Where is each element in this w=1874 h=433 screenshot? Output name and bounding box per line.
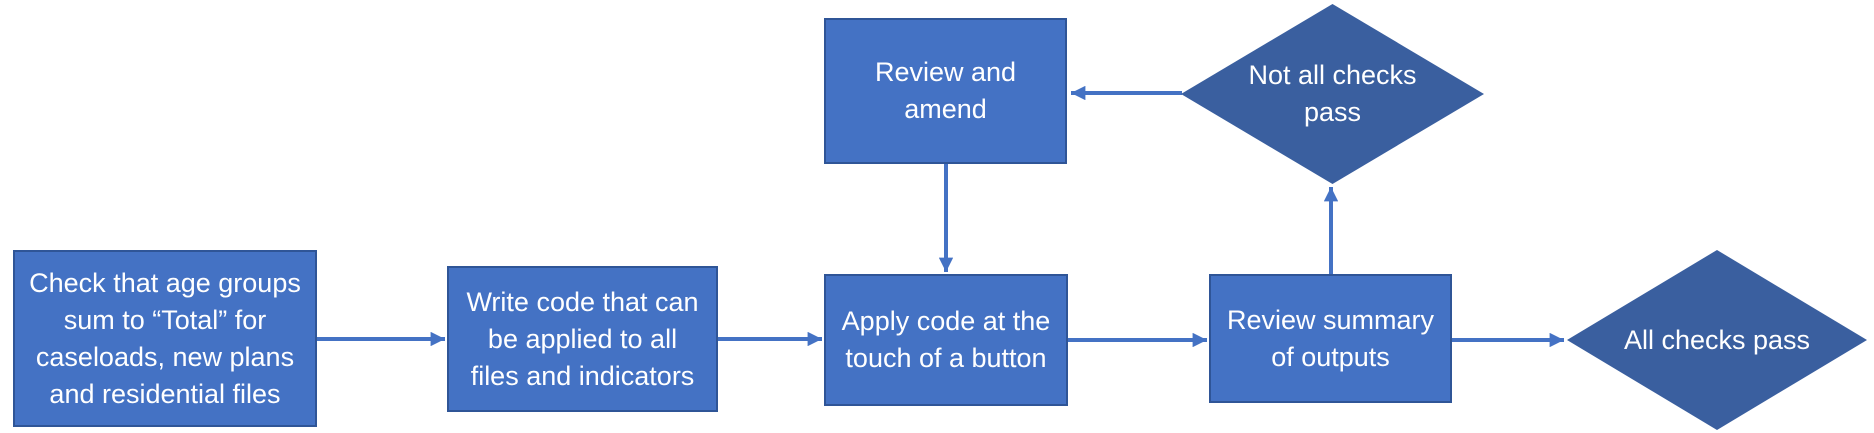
diamond-shape-icon <box>1567 250 1867 430</box>
diamond-polygon <box>1567 250 1867 430</box>
process-review-amend-label: Review and amend <box>874 57 1017 124</box>
process-review-summary-label: Review summary of outputs <box>1226 304 1435 372</box>
process-check-totals-label: Check that age groups sum to “Total” for… <box>29 267 301 409</box>
process-review-summary: Review summary of outputs <box>1209 274 1452 403</box>
diamond-shape-icon <box>1181 4 1484 184</box>
process-apply-code: Apply code at the touch of a button <box>824 274 1068 406</box>
decision-all-checks-pass-label: All checks pass <box>1623 324 1811 355</box>
decision-not-all-checks-pass-label: Not all checks pass <box>1248 60 1417 127</box>
process-check-totals: Check that age groups sum to “Total” for… <box>13 250 317 427</box>
decision-all-checks-pass: All checks pass <box>1566 249 1868 431</box>
diamond-polygon <box>1181 4 1484 184</box>
process-review-amend: Review and amend <box>824 18 1067 164</box>
process-write-code: Write code that can be applied to all fi… <box>447 266 718 412</box>
process-apply-code-label: Apply code at the touch of a button <box>841 306 1051 373</box>
process-write-code-label: Write code that can be applied to all fi… <box>466 286 699 391</box>
decision-not-all-checks-pass: Not all checks pass <box>1180 3 1485 185</box>
